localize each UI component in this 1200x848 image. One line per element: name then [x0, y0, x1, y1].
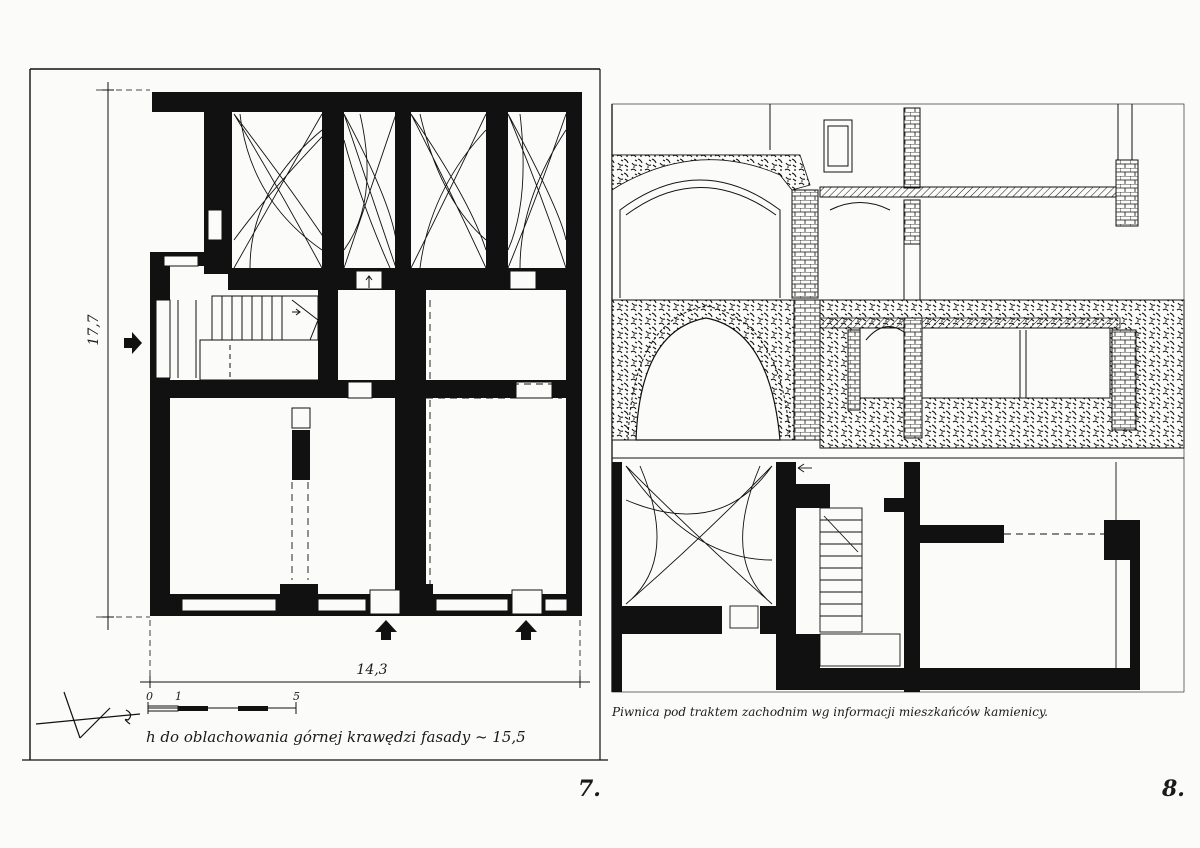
- page-number-8: 8.: [1161, 776, 1185, 802]
- vault-ribs: [233, 113, 567, 269]
- horizontal-dimension: [140, 620, 590, 688]
- vertical-dimension: [96, 82, 150, 630]
- left-plan-sheet: 17,7 14,3 0 1 5 h do oblachowania górnej…: [22, 68, 608, 802]
- dashed-lines: [291, 300, 562, 590]
- dimension-height-label: 17,7: [86, 314, 102, 345]
- vault-fill: [611, 154, 811, 191]
- doorways: [155, 209, 553, 429]
- scale-bar: 0 1 5: [146, 690, 300, 714]
- page-number-7: 7.: [578, 776, 601, 802]
- cellar-plan: [612, 462, 1140, 692]
- building-walls: [150, 92, 582, 616]
- cellar-caption: Piwnica pod traktem zachodnim wg informa…: [611, 705, 1048, 719]
- entrance-arrow-icon: [124, 332, 537, 640]
- small-arrows: [292, 275, 373, 316]
- dimension-width-label: 14,3: [356, 662, 387, 678]
- scale-tick-1: 1: [175, 690, 182, 703]
- north-arrow-icon: [35, 691, 141, 739]
- scale-tick-0: 0: [146, 690, 153, 703]
- cellar-section: [611, 299, 1185, 449]
- right-drawing-sheet: Piwnica pod traktem zachodnim wg informa…: [611, 103, 1185, 802]
- plan-caption: h do oblachowania górnej krawędzi fasady…: [146, 728, 526, 746]
- staircase: [177, 295, 321, 381]
- scale-tick-5: 5: [293, 690, 300, 703]
- facade-windows: [181, 589, 568, 615]
- section-upper: [612, 104, 1184, 301]
